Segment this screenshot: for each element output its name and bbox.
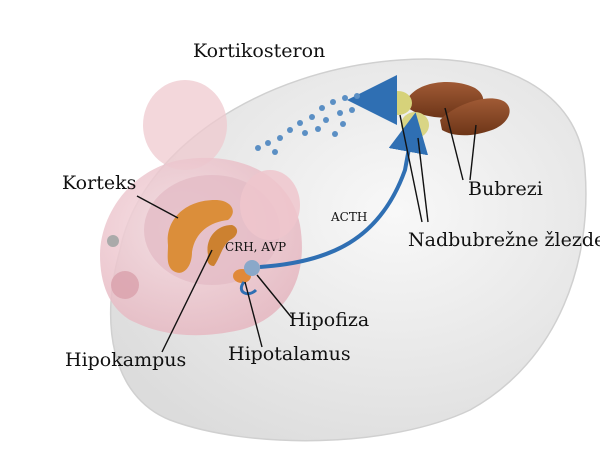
label-bubrezi: Bubrezi	[468, 178, 543, 200]
label-nadbubrezne-zlezde: Nadbubrežne žlezde	[408, 229, 600, 251]
adrenal-gland-1	[384, 91, 412, 115]
label-hipokampus: Hipokampus	[65, 349, 186, 371]
label-hipofiza: Hipofiza	[289, 309, 369, 331]
label-crh-avp: CRH, AVP	[225, 240, 286, 254]
pituitary	[244, 260, 260, 276]
mouse-ear	[143, 80, 227, 170]
label-kortikosteron: Kortikosteron	[193, 40, 325, 62]
mouse-eye	[111, 271, 139, 299]
label-korteks: Korteks	[62, 172, 136, 194]
brain-lobe	[240, 170, 300, 240]
mouse-nose	[107, 235, 119, 247]
adrenal-gland-2	[401, 112, 429, 138]
label-hipotalamus: Hipotalamus	[228, 343, 351, 365]
label-acth: ACTH	[330, 210, 367, 224]
